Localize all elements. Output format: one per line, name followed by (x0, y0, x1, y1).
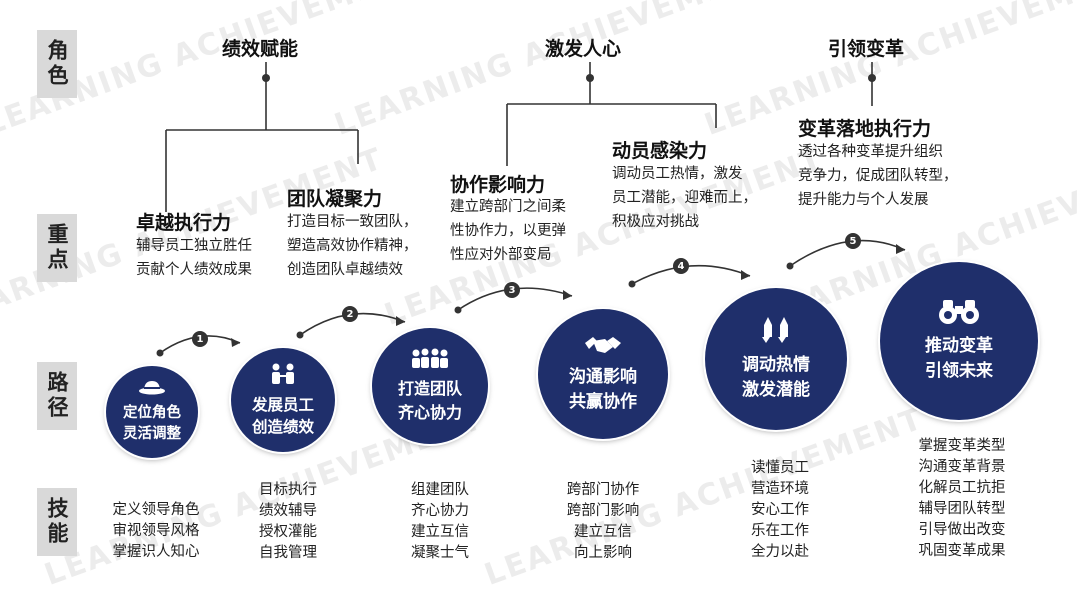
path-step-circle: 发展员工 创造绩效 (231, 348, 335, 452)
rocket-icon (756, 315, 796, 349)
side-label-role: 角色 (37, 30, 77, 98)
focus-title: 协作影响力 (450, 174, 546, 196)
path-step-circle: 推动变革 引领未来 (880, 262, 1038, 420)
coaching-icon (268, 362, 298, 390)
focus-desc: 调动员工热情，激发 员工潜能，迎难而上， 积极应对挑战 (612, 166, 757, 230)
skill-item: 辅导团队转型 (918, 501, 1006, 517)
skills-list: 掌握变革类型 沟通变革背景 化解员工抗拒 辅导团队转型 引导做出改变 巩固变革成… (900, 436, 1024, 562)
path-step-label: 打造团队 齐心协力 (397, 379, 462, 422)
path-step-circle: 定位角色 灵活调整 (106, 366, 198, 458)
skill-item: 巩固变革成果 (918, 543, 1006, 559)
focus-title: 卓越执行力 (136, 212, 232, 234)
focus-desc: 打造目标一致团队， 塑造高效协作精神， 创造团队卓越绩效 (287, 214, 418, 278)
skills-list: 定义领导角色 审视领导风格 掌握识人知心 (100, 500, 212, 563)
skill-item: 凝聚士气 (411, 545, 469, 561)
focus-desc: 建立跨部门之间柔 性协作力，以更弹 性应对外部变局 (450, 199, 566, 263)
side-label-path: 路径 (37, 362, 77, 430)
skill-item: 目标执行 (259, 482, 317, 498)
path-step-circle: 调动热情 激发潜能 (705, 288, 847, 430)
role-title: 绩效赋能 (222, 38, 299, 60)
skill-item: 化解员工抗拒 (918, 480, 1006, 496)
skill-item: 建立互信 (411, 524, 469, 540)
path-step-label: 沟通影响 共赢协作 (569, 367, 637, 412)
step-number: 2 (342, 306, 358, 322)
skill-item: 向上影响 (574, 545, 632, 561)
skills-list: 目标执行 绩效辅导 授权灌能 自我管理 (240, 480, 336, 564)
path-step-circle: 沟通影响 共赢协作 (538, 309, 668, 439)
path-step-label: 发展员工 创造绩效 (251, 396, 314, 436)
path-step-circle: 打造团队 齐心协力 (372, 328, 488, 444)
focus-desc: 透过各种变革提升组织 竞争力，促成团队转型， 提升能力与个人发展 (798, 144, 958, 208)
side-label-skills: 技能 (37, 488, 77, 556)
path-step-label: 推动变革 引领未来 (925, 336, 993, 381)
skill-item: 跨部门影响 (566, 503, 640, 519)
skill-item: 引导做出改变 (918, 522, 1006, 538)
skills-list: 跨部门协作 跨部门影响 建立互信 向上影响 (548, 480, 658, 564)
role-title: 引领变革 (828, 38, 905, 60)
skill-item: 自我管理 (259, 545, 317, 561)
hat-icon (138, 379, 166, 399)
focus-desc: 辅导员工独立胜任 贡献个人绩效成果 (136, 238, 252, 278)
skill-item: 掌握变革类型 (918, 438, 1006, 454)
skills-list: 组建团队 齐心协力 建立互信 凝聚士气 (392, 480, 488, 564)
skill-item: 授权灌能 (259, 524, 317, 540)
skill-item: 乐在工作 (751, 523, 809, 539)
skill-item: 读懂员工 (751, 460, 809, 476)
handshake-icon (583, 333, 623, 361)
skill-item: 绩效辅导 (259, 503, 317, 519)
skill-item: 跨部门协作 (566, 482, 640, 498)
skill-item: 建立互信 (574, 524, 632, 540)
skill-item: 全力以赴 (751, 544, 809, 560)
skill-item: 审视领导风格 (112, 523, 200, 539)
step-number: 5 (845, 233, 861, 249)
focus-title: 变革落地执行力 (798, 118, 932, 140)
skill-item: 齐心协力 (411, 503, 469, 519)
skill-item: 营造环境 (751, 481, 809, 497)
step-number: 4 (673, 258, 689, 274)
step-number: 1 (192, 331, 208, 347)
path-step-label: 调动热情 激发潜能 (742, 355, 810, 400)
binoculars-icon (937, 298, 981, 330)
step-number: 3 (504, 282, 520, 298)
skill-item: 组建团队 (411, 482, 469, 498)
role-title: 激发人心 (545, 38, 622, 60)
skill-item: 定义领导角色 (112, 502, 200, 518)
skills-list: 读懂员工 营造环境 安心工作 乐在工作 全力以赴 (730, 458, 830, 563)
focus-title: 团队凝聚力 (287, 188, 383, 210)
skill-item: 沟通变革背景 (918, 459, 1006, 475)
path-step-label: 定位角色 灵活调整 (123, 405, 181, 442)
side-label-focus: 重点 (37, 214, 77, 282)
focus-title: 动员感染力 (612, 140, 708, 162)
skill-item: 安心工作 (751, 502, 809, 518)
skill-item: 掌握识人知心 (112, 544, 200, 560)
team-icon (408, 347, 452, 373)
